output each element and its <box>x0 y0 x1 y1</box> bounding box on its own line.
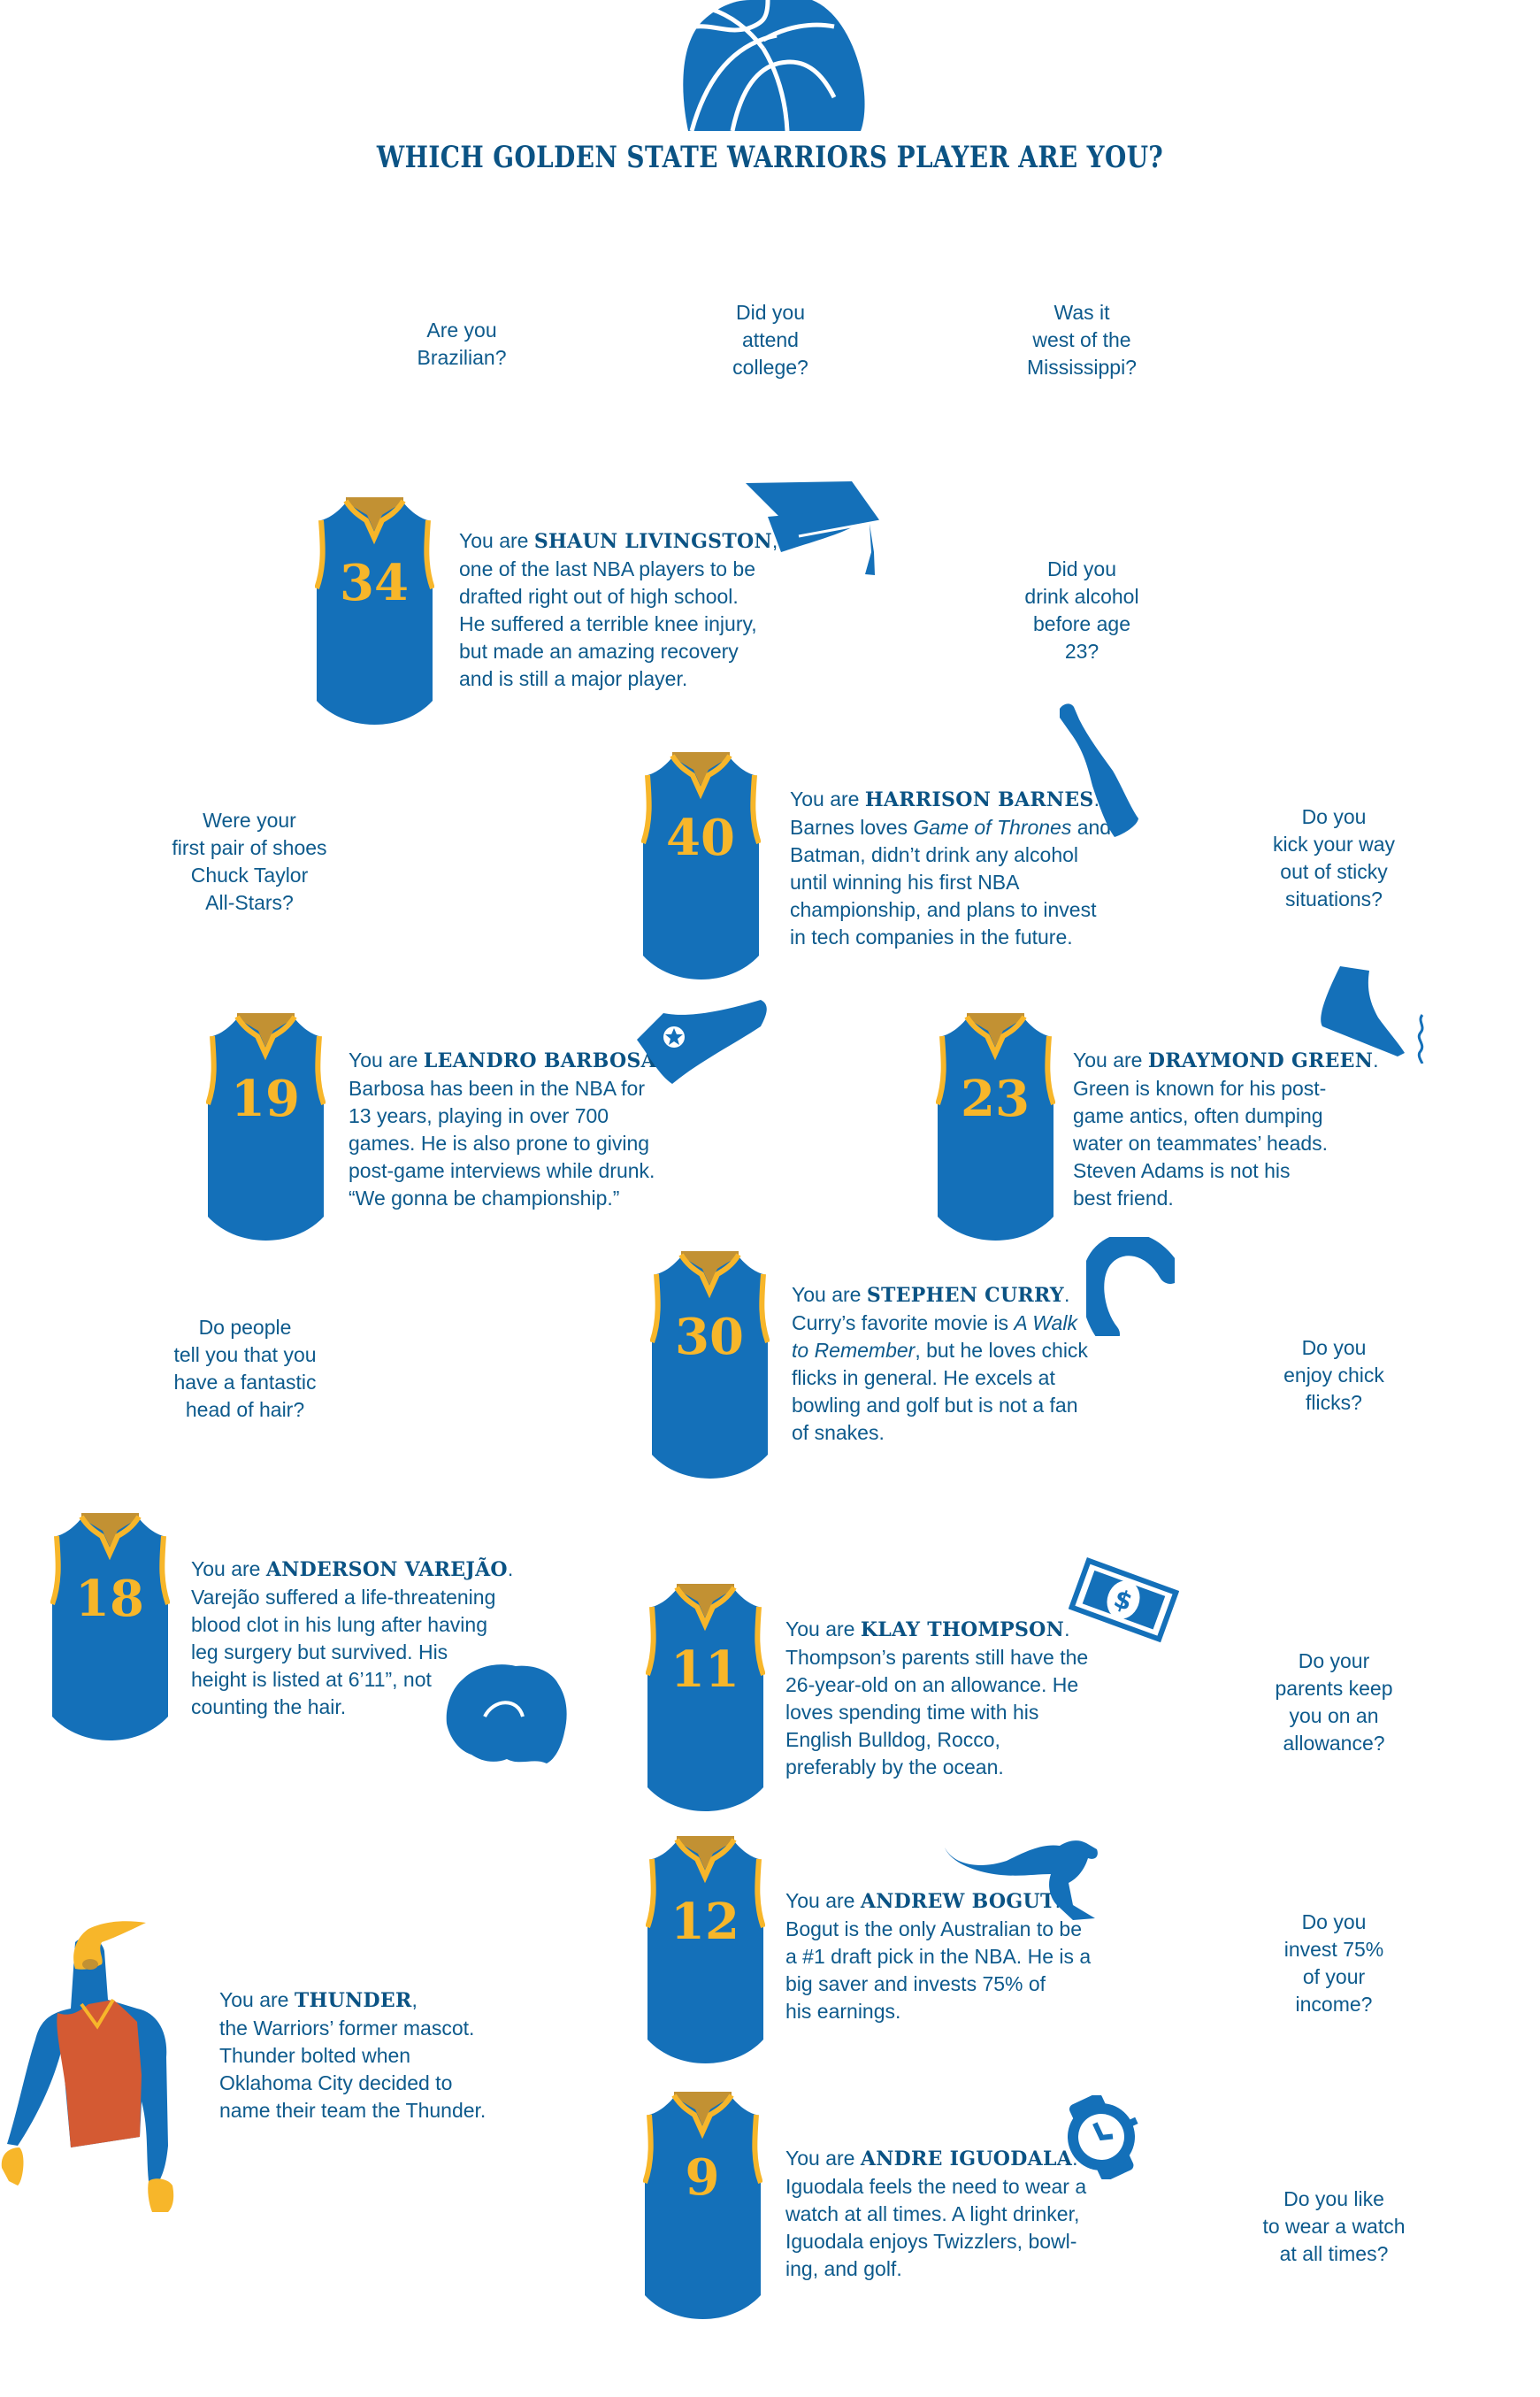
player-card-curry: You are STEPHEN CURRY. Curry’s favorite … <box>792 1281 1088 1447</box>
punct: . <box>1064 1617 1070 1640</box>
player-description: Bogut is the only Australian to be a #1 … <box>785 1917 1092 2023</box>
italic-title: Game of Thrones <box>913 816 1072 839</box>
player-description: the Warriors’ former mascot. Thunder bol… <box>219 2017 487 2122</box>
lead-text: You are <box>459 529 534 552</box>
jersey-40: 40 <box>641 750 761 982</box>
jersey-number: 9 <box>686 2148 720 2207</box>
player-name: ANDERSON VAREJÃO <box>265 1558 508 1581</box>
jersey-number: 23 <box>961 1070 1030 1128</box>
sneaker-icon <box>637 1000 770 1084</box>
player-description: Green is known for his post- game antics… <box>1073 1077 1329 1210</box>
question-hair: Do people tell you that you have a fanta… <box>173 1316 317 1421</box>
punct: , <box>411 1988 418 2011</box>
jersey-30: 30 <box>650 1249 770 1481</box>
question-watch: Do you like to wear a watch at all times… <box>1262 2187 1406 2265</box>
punct: . <box>1072 2147 1078 2170</box>
player-description: Curry’s favorite movie is <box>792 1311 1008 1334</box>
player-card-livingston: You are SHAUN LIVINGSTON, one of the las… <box>459 527 778 693</box>
lead-text: You are <box>1073 1049 1148 1072</box>
player-card-thompson: You are KLAY THOMPSON. Thompson’s parent… <box>785 1616 1088 1781</box>
jersey-18: 18 <box>50 1511 170 1743</box>
jersey-12: 12 <box>646 1834 765 2066</box>
player-card-thunder: You are THUNDER, the Warriors’ former ma… <box>219 1986 486 2124</box>
question-brazilian: Are you Brazilian? <box>417 319 507 369</box>
basketball-icon <box>679 0 867 133</box>
player-description: Varejão suffered a life-threatening bloo… <box>191 1586 496 1718</box>
lead-text: You are <box>785 2147 861 2170</box>
kicking-foot-icon <box>1300 966 1429 1064</box>
jersey-23: 23 <box>936 1011 1055 1243</box>
lead-text: You are <box>349 1049 424 1072</box>
hair-icon <box>445 1662 569 1766</box>
player-name: ANDRE IGUODALA <box>860 2147 1073 2170</box>
jersey-19: 19 <box>206 1011 326 1243</box>
punct: . <box>1373 1049 1379 1072</box>
jersey-number: 34 <box>340 554 409 612</box>
player-card-varejao: You are ANDERSON VAREJÃO. Varejão suffer… <box>191 1556 513 1721</box>
question-chick-flicks: Do you enjoy chick flicks? <box>1283 1336 1384 1414</box>
lead-text: You are <box>785 1617 861 1640</box>
question-kick: Do you kick your way out of sticky situa… <box>1272 805 1396 910</box>
mascot-icon <box>0 1916 203 2212</box>
player-card-bogut: You are ANDREW BOGUT. Bogut is the only … <box>785 1887 1091 2025</box>
player-name: ANDREW BOGUT <box>860 1890 1055 1913</box>
player-name: HARRISON BARNES <box>864 788 1094 811</box>
question-alcohol: Did you drink alcohol before age 23? <box>1024 557 1139 663</box>
jersey-number: 12 <box>670 1893 739 1951</box>
kangaroo-icon <box>945 1839 1135 1927</box>
player-card-barnes: You are HARRISON BARNES. Barnes loves Ga… <box>790 786 1111 951</box>
italic-title: A Walk to Remember <box>792 1311 1077 1362</box>
player-description: one of the last NBA players to be drafte… <box>459 557 757 690</box>
player-name: KLAY THOMPSON <box>860 1618 1065 1641</box>
mouthguard-icon <box>1086 1237 1175 1336</box>
graduation-cap-icon <box>746 481 880 580</box>
punct: . <box>1063 1283 1070 1306</box>
watch-icon <box>1057 2095 1145 2179</box>
question-college: Did you attend college? <box>732 301 808 379</box>
player-description: and Batman, didn’t drink any alcohol unt… <box>790 816 1112 949</box>
jersey-34: 34 <box>315 496 434 727</box>
jersey-9: 9 <box>643 2090 762 2322</box>
lead-text: You are <box>785 1889 861 1912</box>
jersey-number: 19 <box>231 1070 300 1128</box>
question-invest: Do you invest 75% of your income? <box>1283 1910 1384 2016</box>
jersey-number: 18 <box>75 1570 144 1628</box>
player-description: Barnes loves <box>790 816 908 839</box>
player-name: THUNDER <box>294 1989 412 2012</box>
player-card-barbosa: You are LEANDRO BARBOSA. Barbosa has bee… <box>349 1047 662 1212</box>
punct: . <box>1093 787 1099 811</box>
player-description: , but he loves chick flicks in general. … <box>792 1339 1088 1444</box>
page-title: WHICH GOLDEN STATE WARRIORS PLAYER ARE Y… <box>376 140 1164 175</box>
player-card-green: You are DRAYMOND GREEN. Green is known f… <box>1073 1047 1379 1212</box>
question-mississippi: Was it west of the Mississippi? <box>1027 301 1137 379</box>
player-name: STEPHEN CURRY <box>866 1284 1064 1307</box>
lead-text: You are <box>219 1988 295 2011</box>
player-name: SHAUN LIVINGSTON <box>533 530 772 553</box>
player-description: Barbosa has been in the NBA for 13 years… <box>349 1077 655 1210</box>
player-description: Thompson’s parents still have the 26-yea… <box>785 1646 1089 1779</box>
player-name: LEANDRO BARBOSA <box>423 1049 657 1072</box>
player-name: DRAYMOND GREEN <box>1147 1049 1374 1072</box>
lead-text: You are <box>792 1283 867 1306</box>
question-chuck-taylor: Were your first pair of shoes Chuck Tayl… <box>172 809 327 914</box>
punct: . <box>507 1557 514 1580</box>
lead-text: You are <box>790 787 865 811</box>
jersey-number: 11 <box>670 1640 739 1699</box>
player-description: Iguodala feels the need to wear a watch … <box>785 2175 1087 2280</box>
lead-text: You are <box>191 1557 266 1580</box>
player-card-iguodala: You are ANDRE IGUODALA. Iguodala feels t… <box>785 2145 1086 2283</box>
punct: , <box>771 529 778 552</box>
jersey-number: 40 <box>666 809 735 867</box>
bottle-icon <box>1053 702 1141 843</box>
dollar-bill-icon: $ <box>1069 1556 1179 1644</box>
jersey-number: 30 <box>675 1308 744 1366</box>
question-allowance: Do your parents keep you on an allowance… <box>1275 1649 1393 1755</box>
jersey-11: 11 <box>646 1582 765 1814</box>
